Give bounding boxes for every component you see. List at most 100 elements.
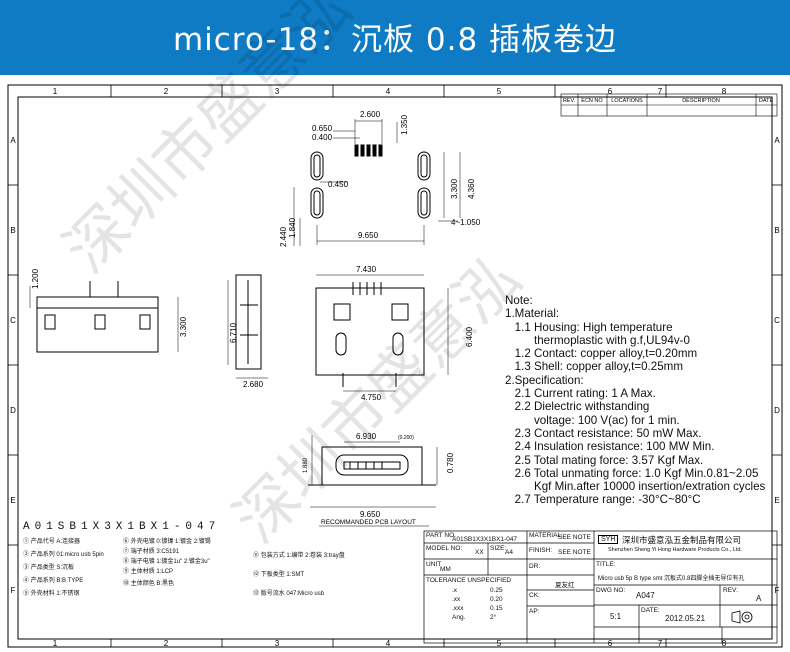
note-line: 2.1 Current rating: 1 A Max. bbox=[505, 387, 656, 401]
tolerance-label: TOLERANCE UNSPECIFIED bbox=[426, 577, 512, 584]
projection-symbol-icon bbox=[731, 610, 753, 624]
grid-right-d: D bbox=[774, 406, 780, 415]
bottom-dims: 6.930 (0.200) 1.880 0.780 9.650 bbox=[303, 432, 455, 519]
material-value: SEE NOTE bbox=[558, 534, 591, 541]
tol-key: .x bbox=[452, 587, 458, 594]
title-block-grid bbox=[423, 530, 778, 644]
grid-bottom-5: 5 bbox=[497, 639, 502, 648]
finish-label: FINISH: bbox=[529, 547, 553, 554]
legend-row: ⑬ 版号流水 047:Micro usb bbox=[253, 591, 325, 597]
part-code: A01SB1X3X1BX1-047 bbox=[23, 521, 221, 533]
dim-2680: 2.680 bbox=[243, 380, 264, 389]
grid-ticks bbox=[8, 85, 782, 647]
grid-left-a: A bbox=[10, 136, 16, 145]
legend-row: ② 产品系列 01:micro usb 5pin bbox=[23, 552, 104, 558]
front-dim-lines bbox=[316, 274, 449, 392]
note-line: voltage: 100 V(ac) for 1 min. bbox=[505, 413, 680, 427]
side-dim-lines bbox=[29, 280, 268, 379]
company-name-en: Shenzhen Sheng Yi Hong Hardware Products… bbox=[608, 547, 742, 553]
date-label: DATE: bbox=[641, 607, 660, 614]
dim-2600: 2.600 bbox=[360, 110, 381, 119]
grid-bottom-8: 8 bbox=[722, 639, 727, 648]
tol-value: 0.20 bbox=[490, 596, 503, 603]
note-line: 2.5 Total mating force: 3.57 Kgf Max. bbox=[505, 453, 704, 467]
grid-left-c: C bbox=[10, 316, 16, 325]
model-value: XX bbox=[475, 549, 484, 556]
note-line: 2.6 Total unmating force: 1.0 Kgf Min.0.… bbox=[505, 466, 759, 480]
rev-label: REV: bbox=[723, 587, 738, 594]
title-value: Micro usb 5p B type smt 沉板式0.8四脚全插无导位有孔 bbox=[598, 576, 745, 582]
part-no-value: A01SB1X3X1BX1-047 bbox=[452, 536, 518, 543]
grid-labels: 1 2 3 4 5 6 7 8 1 2 3 4 5 6 7 8 A B C D … bbox=[10, 87, 780, 648]
drawing-canvas: 1 2 3 4 5 6 7 8 1 2 3 4 5 6 7 8 A B C D … bbox=[7, 84, 783, 648]
dim-0650: 0.650 bbox=[312, 124, 333, 133]
dim-0400: 0.400 bbox=[312, 133, 333, 142]
dim-1840: 1.840 bbox=[288, 217, 297, 238]
dim-6400: 6.400 bbox=[465, 326, 474, 347]
date-value: 2012.05.21 bbox=[665, 614, 706, 623]
finish-value: SEE NOTE bbox=[558, 549, 591, 556]
footprint-dim-lines bbox=[293, 119, 461, 246]
outer-frame bbox=[7, 84, 783, 648]
dim-1880: 1.880 bbox=[303, 457, 309, 473]
legend-row: ③ 产品类型 S:沉板 bbox=[23, 565, 75, 571]
dim-9650b: 9.650 bbox=[360, 510, 381, 519]
legend-row: ⑫ 下板类型 1:SMT bbox=[253, 572, 305, 578]
dwg-label: DWG NO: bbox=[596, 587, 626, 594]
dr-label: DR: bbox=[529, 563, 541, 570]
dim-4360: 4.360 bbox=[467, 178, 476, 199]
note-line: 2.2 Dielectric withstanding bbox=[505, 400, 650, 414]
tol-key: .xxx bbox=[452, 605, 464, 612]
part-no-label: PART NO. bbox=[426, 532, 456, 539]
rev-header: REV. bbox=[563, 98, 576, 104]
material-label: MATERIAL: bbox=[529, 532, 563, 539]
dim-3300b: 3.300 bbox=[179, 316, 188, 337]
note-line: 2.Specification: bbox=[505, 373, 584, 387]
legend-row: ④ 产品系列 B:B TYPE bbox=[23, 578, 84, 584]
tol-value: 0.25 bbox=[490, 587, 503, 594]
inner-frame bbox=[17, 96, 773, 640]
locations-header: LOCATIONS bbox=[611, 98, 643, 104]
dim-4750: 4.750 bbox=[361, 393, 382, 402]
note-line: thermoplastic with g.f,UL94v-0 bbox=[505, 333, 690, 347]
dim-1050: 4~1.050 bbox=[451, 218, 481, 227]
dwg-value: A047 bbox=[636, 591, 655, 600]
title-banner: micro-18：沉板 0.8 插板卷边 bbox=[0, 0, 790, 75]
company-name-cn: 深圳市盛意泓五金制品有限公司 bbox=[622, 535, 742, 545]
tol-value: 0.15 bbox=[490, 605, 503, 612]
grid-top-7: 7 bbox=[658, 87, 663, 96]
tol-key: .xx bbox=[452, 596, 461, 603]
note-line: 1.Material: bbox=[505, 307, 560, 321]
dim-7430: 7.430 bbox=[356, 265, 377, 274]
note-line: 1.2 Contact: copper alloy,t=0.20mm bbox=[505, 347, 698, 361]
footprint-view bbox=[310, 144, 431, 219]
grid-top-8: 8 bbox=[722, 87, 727, 96]
dim-6930: 6.930 bbox=[356, 432, 377, 441]
dim-0450: 0.450 bbox=[328, 180, 349, 189]
pcb-layout-label: RECOMMANDED PCB LAYOUT bbox=[321, 519, 416, 526]
size-label: SIZE: bbox=[490, 545, 507, 552]
tol-key: Ang. bbox=[452, 614, 466, 621]
banner-title: micro-18：沉板 0.8 插板卷边 bbox=[172, 22, 618, 58]
grid-top-5: 5 bbox=[497, 87, 502, 96]
grid-top-3: 3 bbox=[275, 87, 280, 96]
dim-9650a: 9.650 bbox=[358, 231, 379, 240]
rev-value: A bbox=[756, 594, 762, 603]
grid-bottom-7: 7 bbox=[658, 639, 663, 648]
spec-notes: Note: 1.Material: 1.1 Housing: High temp… bbox=[505, 294, 775, 507]
grid-top-1: 1 bbox=[53, 87, 58, 96]
date-header: DATE bbox=[759, 98, 774, 104]
grid-bottom-1: 1 bbox=[53, 639, 58, 648]
grid-right-c: C bbox=[774, 316, 780, 325]
legend-row: ① 产品代号 A:连接器 bbox=[23, 539, 81, 545]
legend-row: ⑧ 端子电镀 1:镀金1u" 2:镀金3u" bbox=[123, 559, 210, 565]
bottom-dim-lines bbox=[310, 435, 438, 508]
ecn-header: ECN NO bbox=[581, 98, 603, 104]
grid-left-e: E bbox=[10, 496, 15, 505]
grid-left-d: D bbox=[10, 406, 16, 415]
note-line: 1.1 Housing: High temperature bbox=[505, 320, 673, 334]
grid-bottom-4: 4 bbox=[386, 639, 391, 648]
ck-label: CK: bbox=[529, 592, 540, 599]
note-line: 2.4 Insulation resistance: 100 MW Min. bbox=[505, 440, 715, 454]
